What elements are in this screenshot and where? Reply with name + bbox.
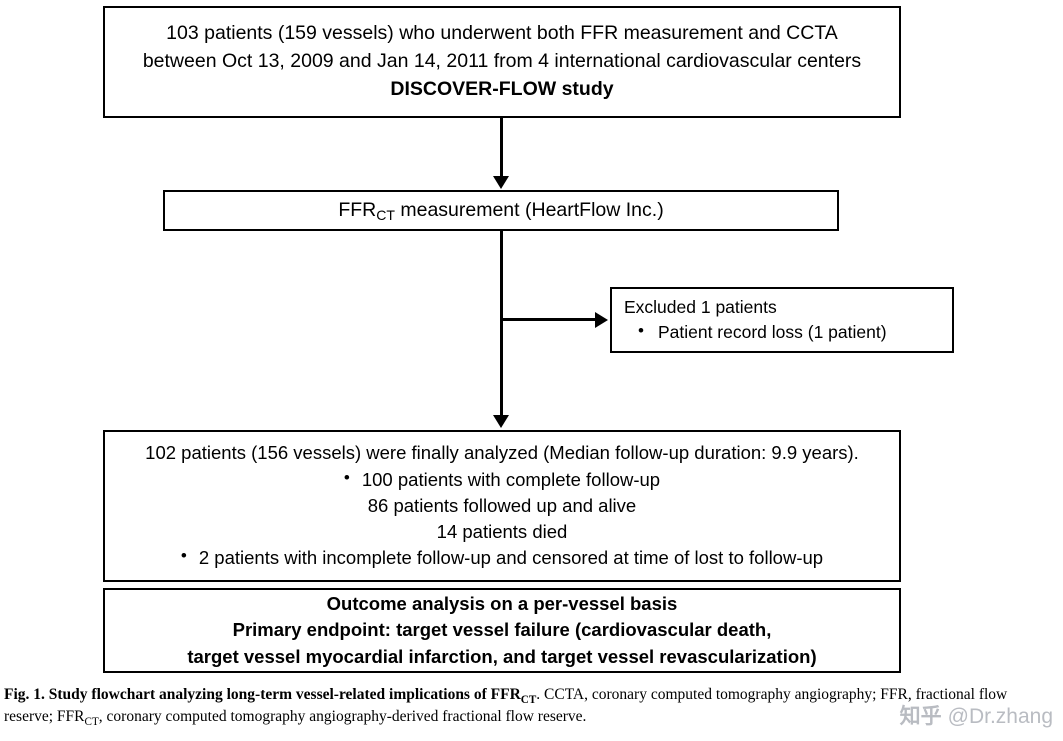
box3-bullet1: Patient record loss (1 patient) [657,322,887,342]
box5-line3: target vessel myocardial infarction, and… [187,645,817,667]
box4-bullet2: 2 patients with incomplete follow-up and… [198,547,824,569]
box3-bullet-row: • Patient record loss (1 patient) [624,320,952,345]
caption-line2-b: , coronary computed tomography angiograp… [98,708,587,725]
arrowhead-excluded [595,312,608,328]
connector-box1-box2 [500,118,503,176]
caption-line2-subscript: CT [84,715,99,728]
caption-bold: Fig. 1. Study flowchart analyzing long-t… [4,686,521,703]
watermark-text: @Dr.zhang [947,705,1053,728]
box-study-population: 103 patients (159 vessels) who underwent… [103,6,901,118]
box-outcome-analysis: Outcome analysis on a per-vessel basis P… [103,588,901,673]
box-excluded-patients: Excluded 1 patients • Patient record los… [610,287,954,353]
box4-bullet-row-1: • 100 patients with complete follow-up [115,467,889,493]
box2-prefix: FFR [338,198,377,221]
box5-line1: Outcome analysis on a per-vessel basis [326,593,678,615]
box4-title: 102 patients (156 vessels) were finally … [145,442,859,464]
bullet-icon: • [343,467,350,487]
caption-rest-line1: . CCTA, coronary computed tomography ang… [536,686,1008,703]
caption-line2-a: reserve; FFR [4,708,85,725]
caption-bold-subscript: CT [520,693,537,706]
bullet-icon: • [638,321,644,340]
box-final-analysis: 102 patients (156 vessels) were finally … [103,430,901,582]
bullet-icon: • [180,546,187,566]
arrowhead-box2-box4 [493,415,509,428]
box1-line1: 103 patients (159 vessels) who underwent… [166,22,838,45]
box-ffrct-measurement: FFRCT measurement (HeartFlow Inc.) [163,190,839,231]
connector-trunk-excluded [500,318,595,321]
box4-sub1: 86 patients followed up and alive [367,494,637,516]
connector-box2-box4 [500,231,503,416]
box2-subscript: CT [376,207,395,224]
figure-caption: Fig. 1. Study flowchart analyzing long-t… [4,684,1054,728]
zhihu-logo-icon: 知乎 [899,705,942,728]
box4-sub2: 14 patients died [436,521,568,543]
box3-title: Excluded 1 patients [624,297,777,318]
box2-text: FFRCT measurement (HeartFlow Inc.) [165,197,837,225]
box1-line2: between Oct 13, 2009 and Jan 14, 2011 fr… [142,50,862,73]
watermark: 知乎@Dr.zhang [900,700,1053,730]
arrowhead-box1-box2 [493,176,509,189]
box5-line2: Primary endpoint: target vessel failure … [232,619,772,641]
box1-line3: DISCOVER-FLOW study [390,77,614,100]
box2-suffix: measurement (HeartFlow Inc.) [394,198,664,221]
box4-bullet1: 100 patients with complete follow-up [361,468,661,490]
box4-bullet-row-2: • 2 patients with incomplete follow-up a… [115,545,889,571]
